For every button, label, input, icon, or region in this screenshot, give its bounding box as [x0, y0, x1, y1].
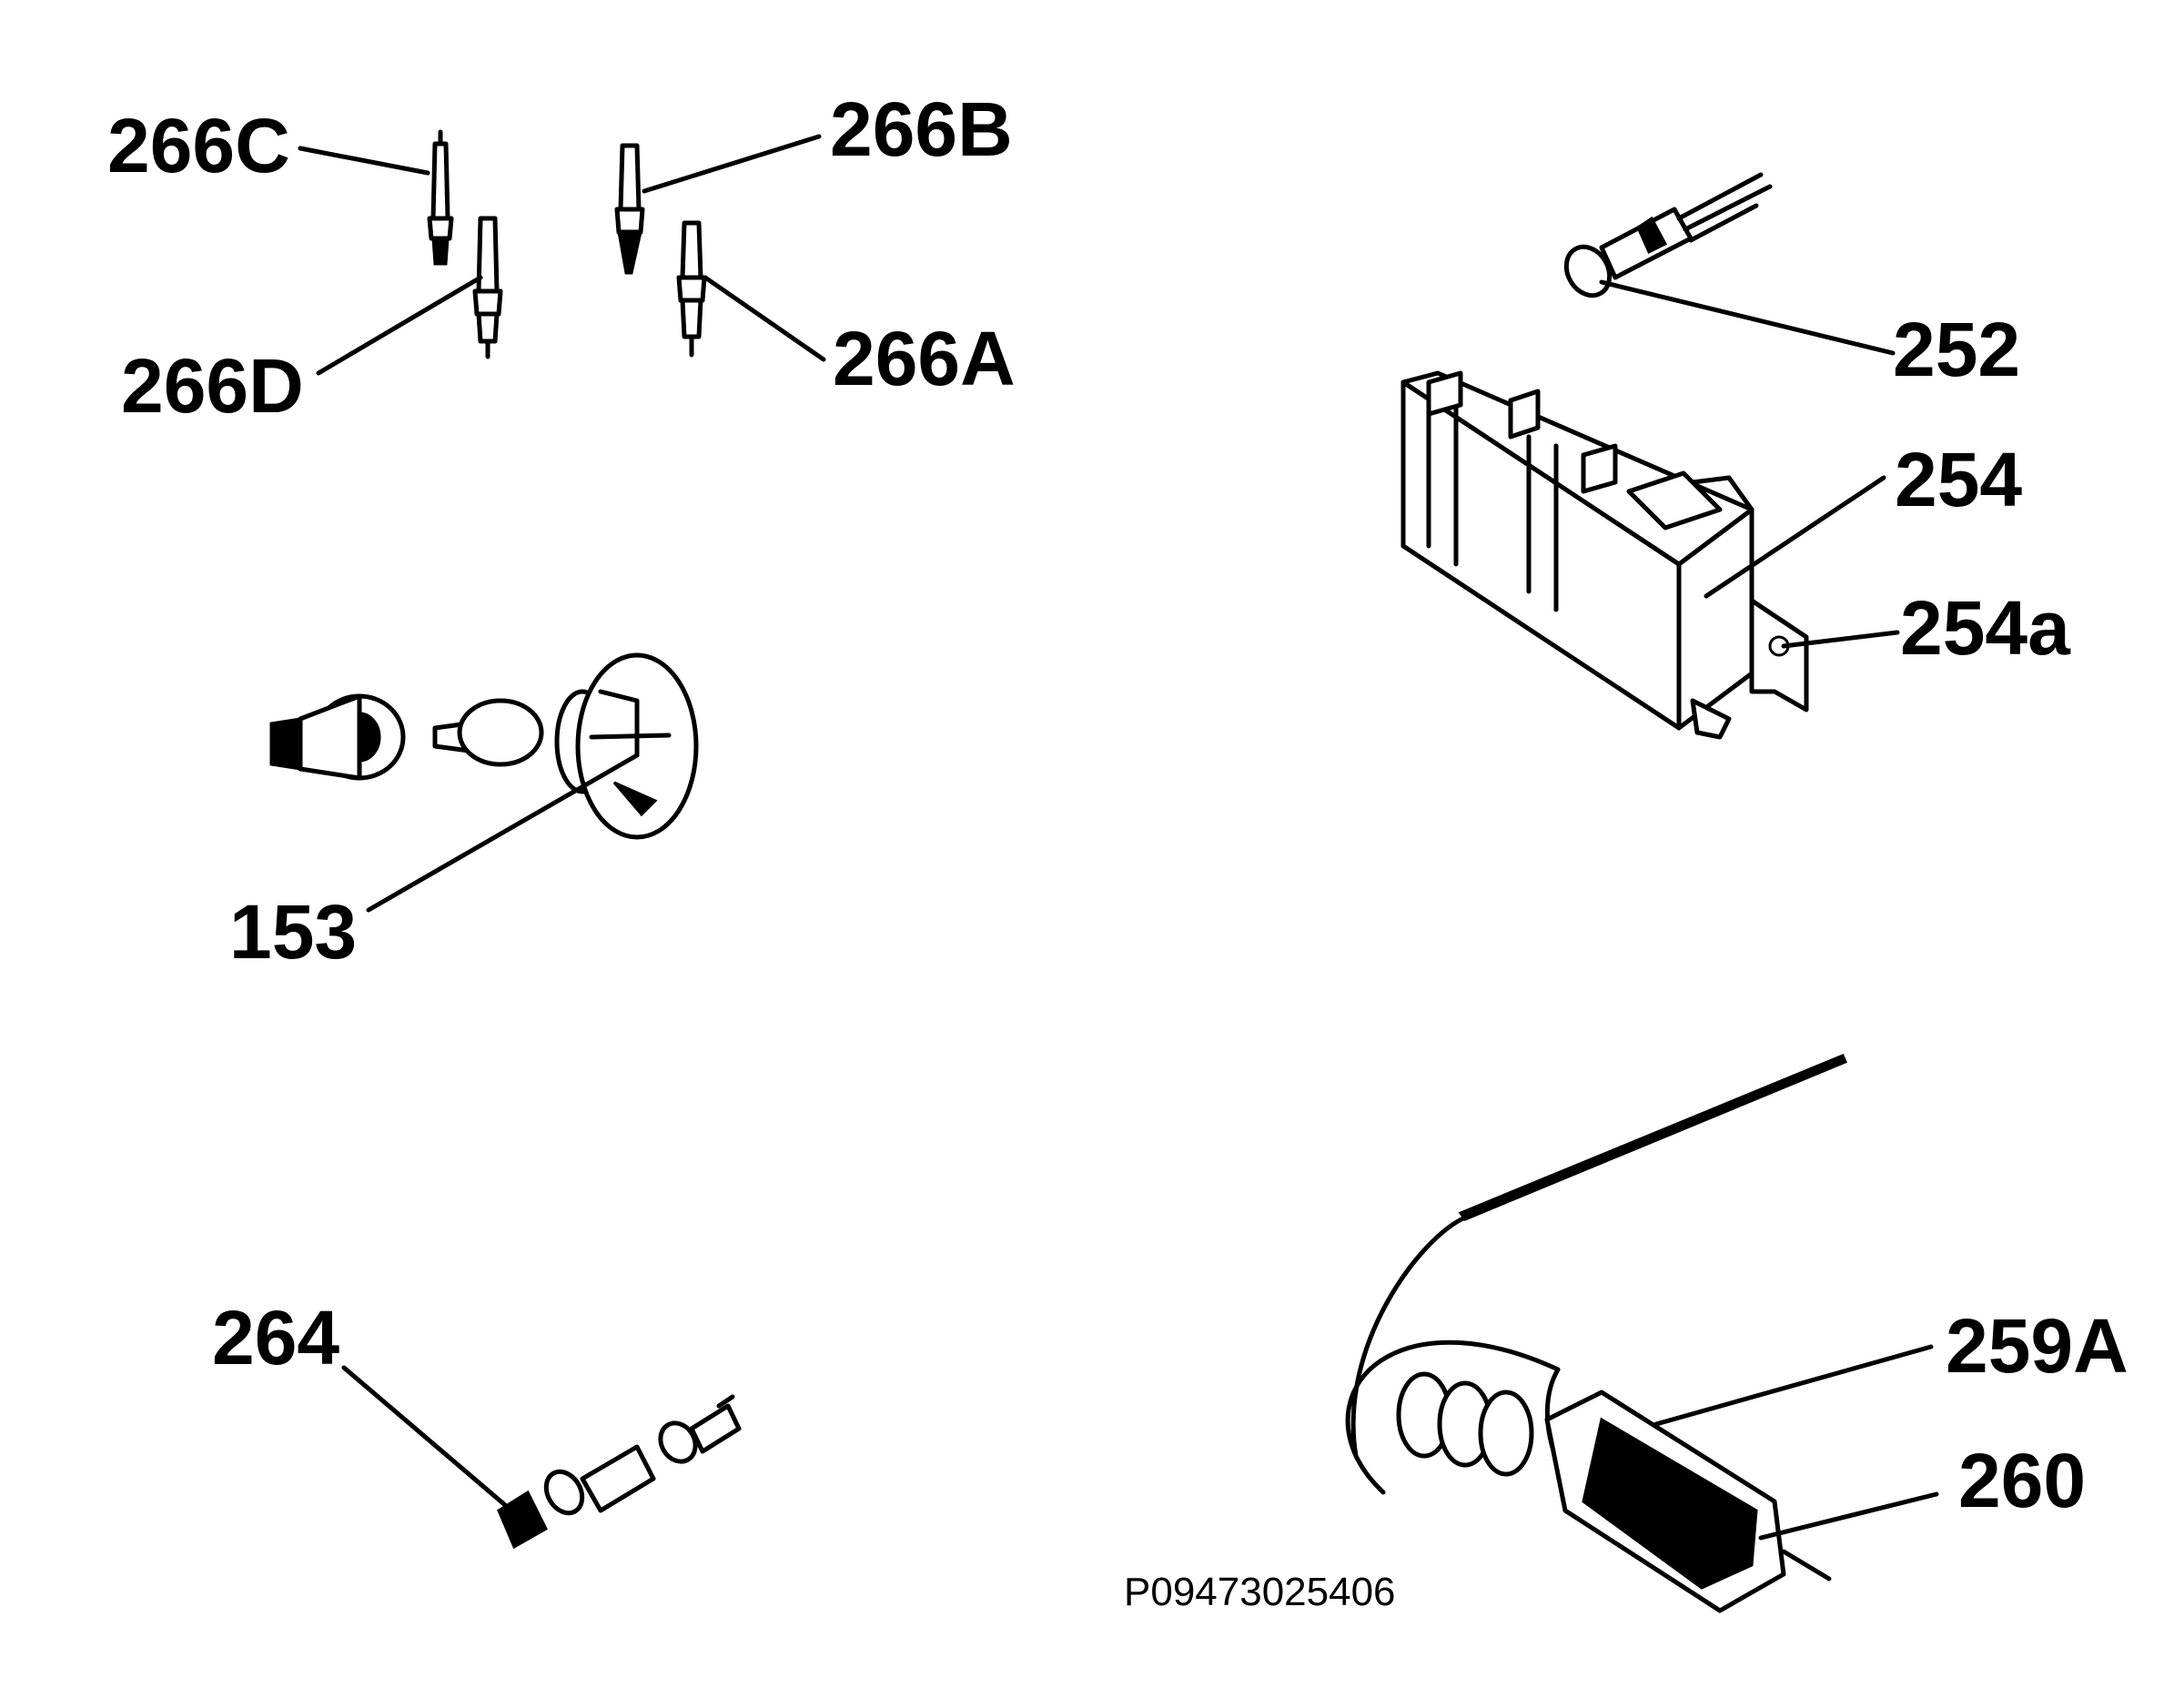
drawing-code: P09473025406 — [1124, 1570, 1396, 1614]
part-266B-electrode — [614, 143, 645, 275]
part-254-ignition-generator — [1400, 370, 1809, 740]
leader-266A — [703, 275, 826, 362]
leader-254a — [1781, 630, 1900, 649]
leader-260 — [1758, 1491, 1939, 1541]
leader-264 — [341, 1365, 520, 1518]
part-264-valve — [497, 1394, 742, 1550]
part-153-lamp-assembly — [269, 652, 699, 840]
label-254a: 254a — [1900, 585, 2070, 671]
label-266C: 266C — [107, 103, 290, 188]
label-266B: 266B — [830, 86, 1013, 172]
label-254: 254 — [1895, 437, 2023, 522]
leader-153 — [366, 753, 640, 913]
part-252-switch — [1563, 172, 1773, 298]
label-266D: 266D — [121, 343, 304, 429]
leader-259A — [1653, 1344, 1934, 1427]
part-259A-260-thermostat — [1345, 1054, 1847, 1613]
label-264: 264 — [212, 1295, 340, 1380]
label-266A: 266A — [833, 316, 1016, 401]
leader-266B — [642, 134, 822, 194]
leader-266D — [316, 275, 483, 376]
label-252: 252 — [1893, 307, 2021, 392]
label-259A: 259A — [1946, 1303, 2128, 1389]
label-260: 260 — [1958, 1438, 2087, 1523]
leader-266C — [298, 146, 430, 176]
leader-254 — [1704, 475, 1886, 599]
label-153: 153 — [229, 889, 358, 975]
leader-252 — [1599, 279, 1896, 356]
part-266A-electrode — [676, 220, 707, 358]
part-266D-electrode — [472, 216, 503, 359]
part-266C-electrode — [427, 129, 454, 266]
